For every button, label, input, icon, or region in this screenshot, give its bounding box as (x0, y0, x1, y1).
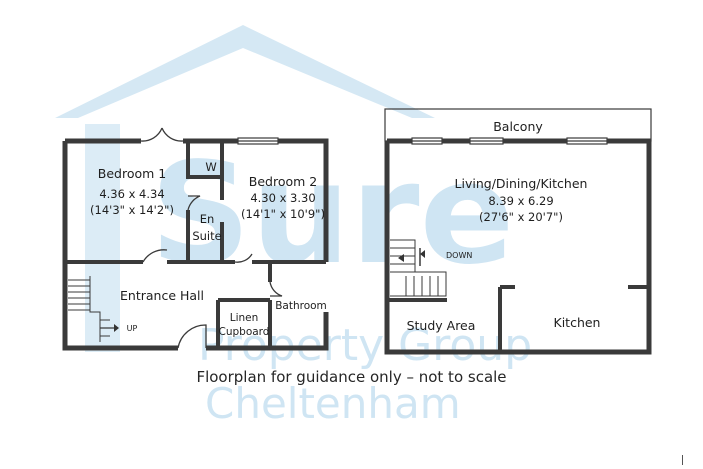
bedroom2-imperial: (14'1" x 10'9") (241, 207, 325, 221)
first-floor-plan (384, 108, 652, 355)
ensuite-label-line2: Suite (192, 229, 221, 243)
first-floor-labels: Balcony Living/Dining/Kitchen 8.39 x 6.2… (407, 119, 601, 333)
stairs-up-label: UP (127, 324, 138, 333)
linen-label-line1: Linen (230, 312, 259, 324)
ground-floor-outer-walls (62, 138, 329, 351)
watermark: Sure Property Group Cheltenham (55, 25, 532, 428)
bedroom2-name: Bedroom 2 (249, 174, 317, 189)
ground-floor-plan (62, 127, 329, 351)
wardrobe-label: W (205, 160, 216, 174)
ground-floor-stairs (68, 276, 119, 342)
bedroom1-metric: 4.36 x 4.34 (99, 187, 164, 201)
watermark-house-roof (55, 25, 435, 118)
first-floor-internal-walls (387, 285, 649, 352)
living-metric: 8.39 x 6.29 (488, 194, 553, 208)
first-floor-stairs (390, 239, 447, 297)
stairs-down-label: DOWN (446, 251, 472, 260)
study-area-label: Study Area (407, 318, 476, 333)
ground-floor-labels: Bedroom 1 4.36 x 4.34 (14'3" x 14'2") W … (90, 160, 327, 338)
watermark-brand: Sure (150, 133, 515, 296)
watermark-location: Cheltenham (205, 379, 461, 428)
bathroom-label: Bathroom (275, 300, 327, 312)
plan-caption: Floorplan for guidance only – not to sca… (196, 368, 507, 386)
kitchen-label: Kitchen (554, 315, 601, 330)
first-floor-windows (411, 137, 608, 145)
ground-floor-doors (140, 127, 283, 349)
entrance-hall-label: Entrance Hall (120, 288, 204, 303)
balcony-label: Balcony (493, 119, 543, 134)
bedroom1-imperial: (14'3" x 14'2") (90, 203, 174, 217)
bedroom2-metric: 4.30 x 3.30 (250, 191, 315, 205)
edge-mark (682, 455, 683, 465)
living-name: Living/Dining/Kitchen (455, 176, 588, 191)
living-imperial: (27'6" x 20'7") (479, 210, 563, 224)
linen-label-line2: Cupboard (219, 326, 270, 338)
bedroom1-name: Bedroom 1 (98, 166, 166, 181)
ensuite-label-line1: En (200, 212, 215, 226)
ground-floor-windows (237, 137, 279, 145)
watermark-house-wall (85, 124, 120, 352)
ground-floor-internal-walls (65, 141, 326, 348)
first-floor-outer-walls (384, 138, 652, 355)
